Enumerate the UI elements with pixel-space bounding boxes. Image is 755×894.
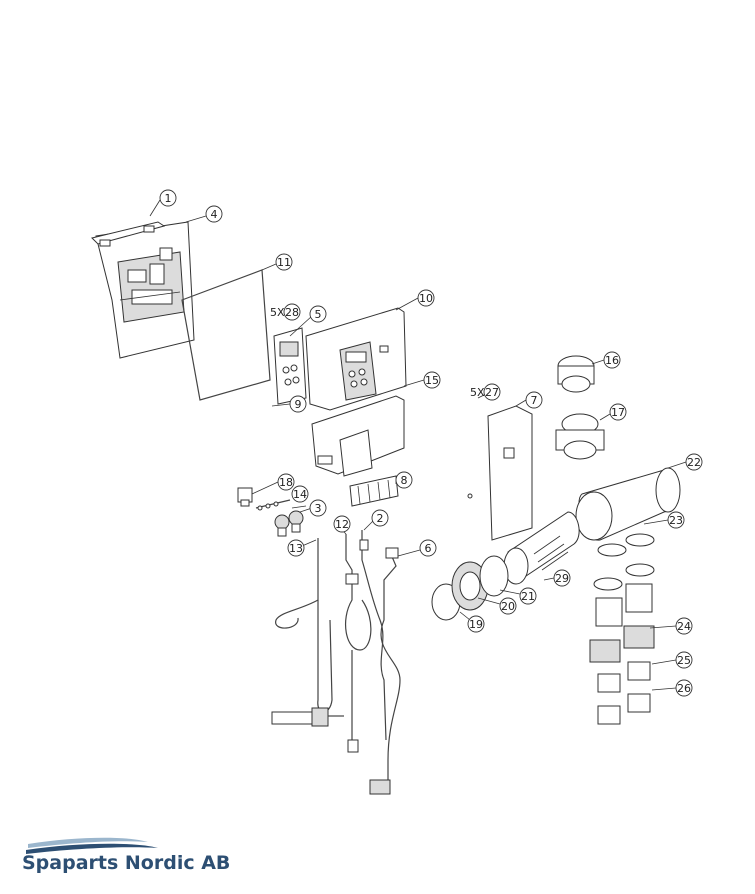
svg-text:22: 22	[687, 456, 701, 469]
svg-text:6: 6	[425, 542, 432, 555]
callout-9: 9	[289, 395, 307, 413]
svg-text:9: 9	[295, 398, 302, 411]
svg-text:19: 19	[469, 618, 483, 631]
svg-text:16: 16	[605, 354, 619, 367]
screw-strip-14	[255, 499, 291, 511]
callout-19: 19	[467, 615, 485, 633]
svg-text:24: 24	[677, 620, 691, 633]
sensor-probe	[271, 707, 344, 727]
svg-text:18: 18	[279, 476, 293, 489]
display-board	[273, 327, 307, 405]
svg-text:11: 11	[277, 256, 291, 269]
svg-text:14: 14	[293, 488, 307, 501]
cable-6	[369, 547, 401, 795]
svg-text:7: 7	[531, 394, 538, 407]
quantity-label-28: 5X	[270, 306, 285, 319]
callout-25: 25	[675, 651, 693, 669]
svg-text:12: 12	[335, 518, 349, 531]
side-cover-panel	[467, 405, 533, 541]
callout-20: 20	[499, 597, 517, 615]
callout-14: 14	[291, 485, 309, 503]
svg-text:1: 1	[165, 192, 172, 205]
cable-gland-18	[237, 487, 253, 507]
callout-8: 8	[395, 471, 413, 489]
svg-text:8: 8	[401, 474, 408, 487]
company-logo-waves	[26, 837, 158, 854]
callout-4: 4	[205, 205, 223, 223]
mounting-bracket	[91, 221, 166, 247]
svg-text:5: 5	[315, 308, 322, 321]
company-name: Spaparts Nordic AB	[22, 852, 231, 874]
callout-6: 6	[419, 539, 437, 557]
svg-text:28: 28	[285, 306, 299, 319]
cable-glands-3	[274, 510, 304, 537]
svg-text:27: 27	[485, 386, 499, 399]
svg-text:21: 21	[521, 590, 535, 603]
callout-11: 11	[275, 253, 293, 271]
callout-24: 24	[675, 617, 693, 635]
callout-1: 1	[159, 189, 177, 207]
callout-29: 29	[553, 569, 571, 587]
pipe-clamp-16	[557, 355, 595, 393]
callout-27: 27	[483, 383, 501, 401]
pipe-clamp-17	[555, 413, 605, 460]
o-ring-21	[479, 555, 509, 597]
quantity-label-27: 5X	[470, 386, 485, 399]
cell-housing	[575, 467, 681, 541]
svg-text:20: 20	[501, 600, 515, 613]
callout-23: 23	[667, 511, 685, 529]
svg-text:4: 4	[211, 208, 218, 221]
pcb-mounting-plate	[95, 221, 195, 359]
terminal-block	[349, 475, 399, 507]
front-cover-lower	[311, 395, 405, 477]
callout-26: 26	[675, 679, 693, 697]
fittings-stack	[589, 533, 655, 725]
callout-7: 7	[525, 391, 543, 409]
svg-text:2: 2	[377, 512, 384, 525]
svg-text:15: 15	[425, 374, 439, 387]
svg-text:17: 17	[611, 406, 625, 419]
callout-22: 22	[685, 453, 703, 471]
svg-text:29: 29	[555, 572, 569, 585]
svg-text:26: 26	[677, 682, 691, 695]
cable-13	[275, 538, 333, 713]
svg-text:10: 10	[419, 292, 433, 305]
cable-2	[359, 530, 387, 741]
callout-28: 28	[283, 303, 301, 321]
electrode-cell	[503, 511, 580, 585]
svg-text:13: 13	[289, 542, 303, 555]
callout-15: 15	[423, 371, 441, 389]
enclosure-gasket	[181, 269, 271, 401]
callout-12: 12	[333, 515, 351, 533]
svg-text:25: 25	[677, 654, 691, 667]
svg-text:3: 3	[315, 502, 322, 515]
callout-3: 3	[309, 499, 327, 517]
callout-21: 21	[519, 587, 537, 605]
callout-2: 2	[371, 509, 389, 527]
front-cover-upper	[305, 307, 407, 411]
svg-text:23: 23	[669, 514, 683, 527]
callout-17: 17	[609, 403, 627, 421]
callout-5: 5	[309, 305, 327, 323]
callout-16: 16	[603, 351, 621, 369]
callout-13: 13	[287, 539, 305, 557]
callout-10: 10	[417, 289, 435, 307]
cable-12	[345, 534, 372, 753]
callout-18: 18	[277, 473, 295, 491]
